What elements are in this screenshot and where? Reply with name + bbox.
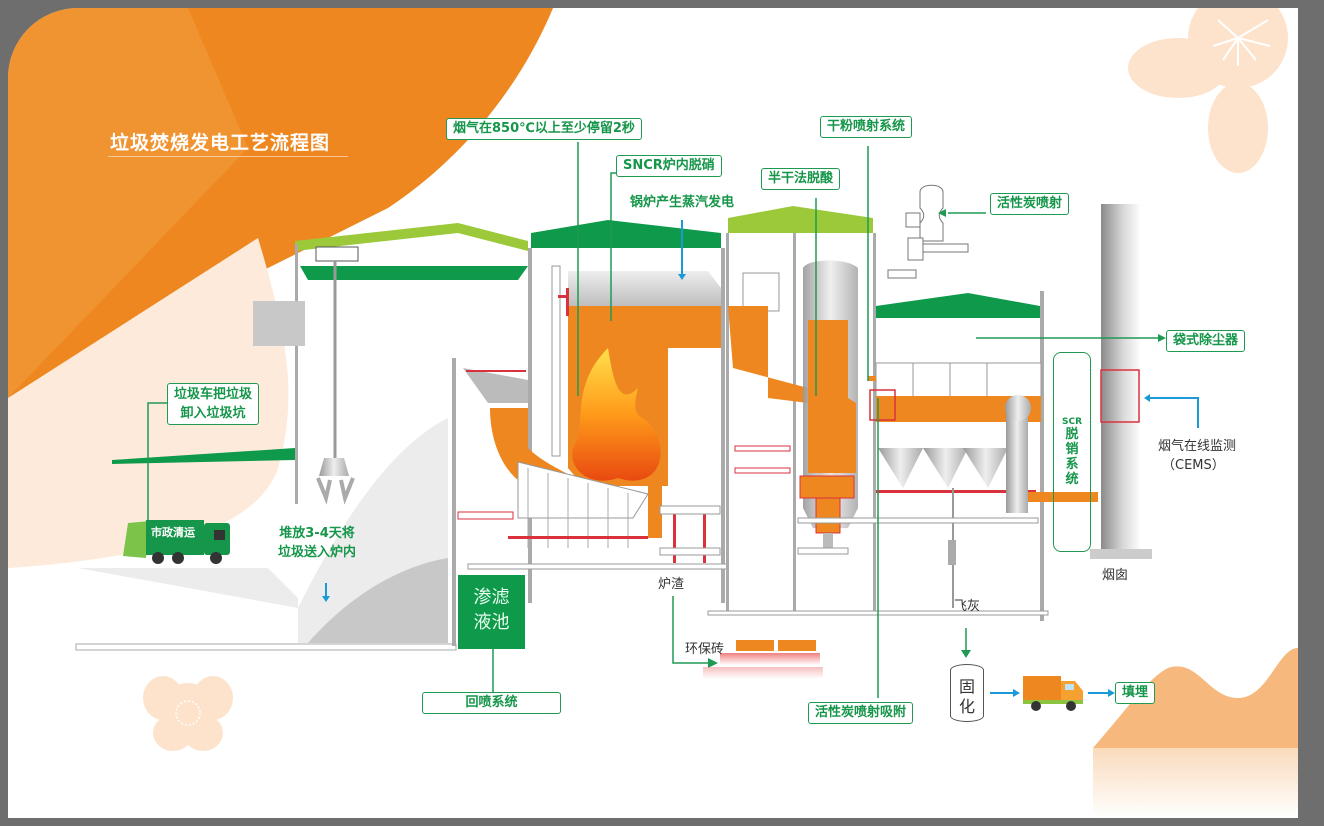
garbage-truck: [123, 520, 230, 564]
label-semi-dry-deacid: 半干法脱酸: [761, 168, 841, 190]
label-eco-brick: 环保砖: [685, 642, 725, 657]
label-fly-ash: 飞灰: [954, 599, 981, 614]
solidify-char-1: 固: [958, 677, 975, 696]
blossom-bottom-left: [143, 676, 233, 751]
leachate-pool: 渗滤 液池: [458, 575, 525, 649]
label-carbon-adsorption: 活性炭喷射吸附: [808, 702, 914, 724]
label-recirculation-system: 回喷系统: [422, 692, 561, 714]
scr-label: SCR: [1061, 417, 1083, 427]
label-storage-line1: 堆放3-4天将: [279, 526, 355, 541]
solidification-silo: 固 化: [950, 664, 984, 722]
scr-denitration-box: SCR 脱销系统: [1053, 352, 1091, 552]
orange-backdrop-light: [8, 8, 248, 398]
label-chimney: 烟囱: [1102, 568, 1129, 583]
label-truck-unload-line2: 卸入垃圾坑: [180, 406, 246, 421]
blossom-stamen-top: [1212, 19, 1271, 66]
leachate-line1: 渗滤: [473, 587, 510, 608]
label-dry-powder-injection: 干粉喷射系统: [820, 116, 913, 138]
label-slag: 炉渣: [658, 577, 685, 592]
diagram-graphics: [8, 8, 1298, 818]
label-cems-line1: 烟气在线监测: [1158, 439, 1237, 454]
landfill-mountains: [1093, 648, 1298, 748]
scr-system-label: 脱销系统: [1065, 427, 1079, 487]
leader-lines: [147, 142, 1158, 698]
label-boiler-steam: 锅炉产生蒸汽发电: [630, 195, 735, 210]
diagram-title: 垃圾焚烧发电工艺流程图: [110, 132, 331, 154]
label-activated-carbon-injection: 活性炭喷射: [990, 193, 1070, 215]
label-flue-gas-850: 烟气在850℃以上至少停留2秒: [446, 118, 642, 140]
label-landfill: 填埋: [1115, 682, 1156, 704]
title-underline: [108, 156, 348, 157]
label-storage-days: 堆放3-4天将 垃圾送入炉内: [278, 524, 356, 562]
leachate-line2: 液池: [473, 612, 510, 633]
flow-diagram-canvas: 垃圾焚烧发电工艺流程图 烟气在850℃以上至少停留2秒 SNCR炉内脱硝 锅炉产…: [8, 8, 1298, 818]
blossom-top-right: [1128, 8, 1288, 173]
label-cems-line2: （CEMS）: [1162, 458, 1225, 473]
label-truck-unload: 垃圾车把垃圾 卸入垃圾坑: [167, 383, 260, 425]
label-truck-unload-line1: 垃圾车把垃圾: [174, 387, 253, 402]
label-sncr: SNCR炉内脱硝: [616, 155, 722, 177]
eco-bricks: [703, 640, 823, 679]
solidify-char-2: 化: [958, 697, 975, 716]
label-bag-filter: 袋式除尘器: [1166, 330, 1246, 352]
furnace-flame: [572, 348, 661, 481]
delivery-truck: [1023, 676, 1083, 711]
label-storage-line2: 垃圾送入炉内: [278, 545, 357, 560]
truck-logo-text: 市政清运: [151, 526, 195, 539]
